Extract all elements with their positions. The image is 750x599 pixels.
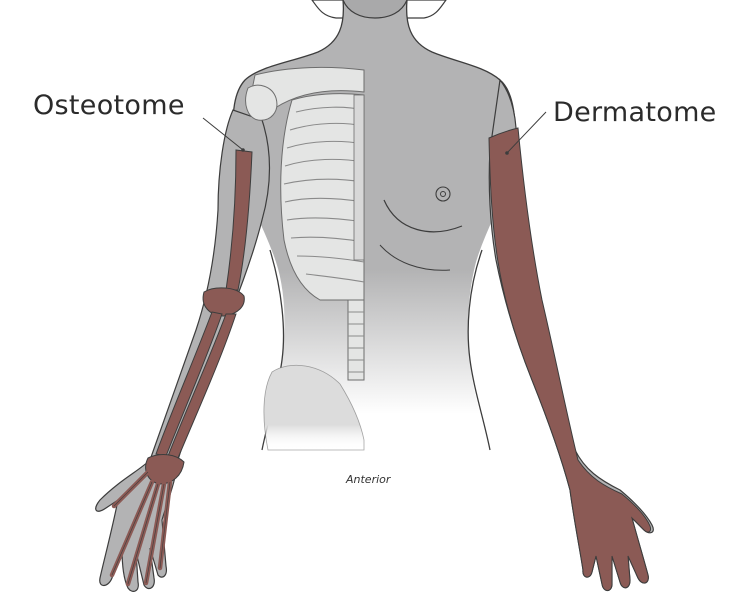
ribcage [280,93,365,301]
dermatome-region [488,127,651,591]
elbow [202,287,245,317]
ribs [283,106,365,283]
view-label: Anterior [346,473,391,486]
areola-center [440,191,446,197]
dermatome-pointer [506,111,547,154]
torso-outline [232,0,517,451]
osteotome-region [109,149,253,587]
osteotome-pointer-dot [241,148,245,152]
nipple [435,186,451,202]
humerus-head [245,84,278,121]
dermatome-pointer-dot [505,151,509,155]
osteotome-label: Osteotome [33,90,185,121]
rib-contour [379,244,451,271]
humerus [225,149,253,291]
pelvis [263,364,365,451]
carpals [145,454,185,485]
breast-outline [383,199,463,233]
vertebrae [348,311,364,373]
osteotome-pointer [202,117,244,151]
sternum [353,94,365,261]
dermatome-label: Dermatome [553,97,717,128]
finger-bones-outline [111,471,171,585]
radius [155,311,223,457]
skeleton [245,66,365,451]
chin [342,0,408,19]
